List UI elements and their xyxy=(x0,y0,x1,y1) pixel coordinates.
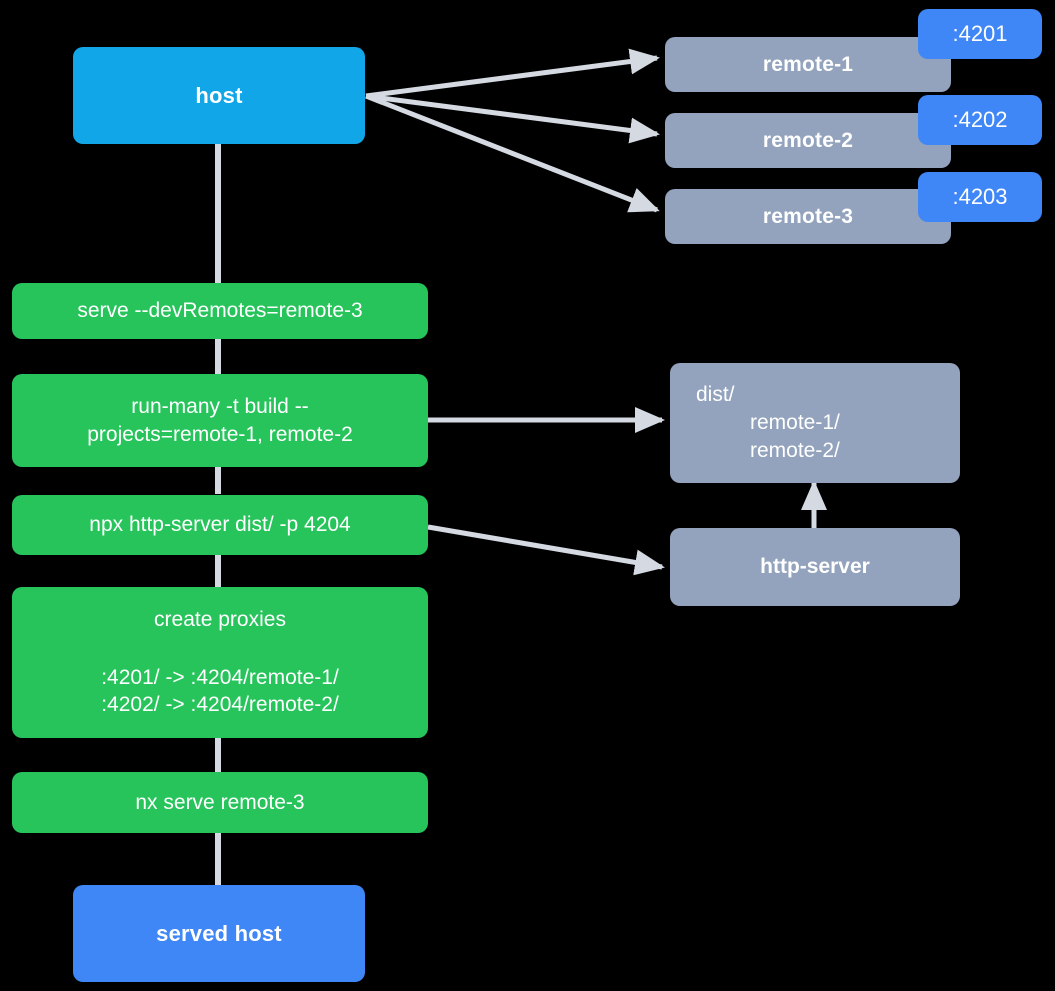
node-remote-2-label: remote-2 xyxy=(762,128,854,152)
edge-npx-to-httpserver xyxy=(427,524,665,576)
port-badge-remote-2: :4202 xyxy=(918,95,1042,145)
node-remote-3[interactable]: remote-3 xyxy=(665,189,951,244)
node-remote-1-label: remote-1 xyxy=(762,52,854,76)
node-dist-folder-child-2: remote-2/ xyxy=(750,438,840,462)
command-serve-devremotes-line-1: serve --devRemotes=remote-3 xyxy=(77,299,363,323)
node-remote-2[interactable]: remote-2 xyxy=(665,113,951,168)
command-run-many[interactable]: run-many -t build -- projects=remote-1, … xyxy=(12,374,428,467)
node-dist-folder-child-1: remote-1/ xyxy=(750,411,840,435)
edge-host-remote-1 xyxy=(365,48,660,99)
port-badge-remote-1: :4201 xyxy=(918,9,1042,59)
command-nx-serve-remote-3[interactable]: nx serve remote-3 xyxy=(12,772,428,833)
node-http-server-label: http-server xyxy=(760,555,870,579)
node-served-host[interactable]: served host xyxy=(73,885,365,982)
node-dist-folder[interactable]: dist/ remote-1/ remote-2/ xyxy=(670,363,960,483)
command-create-proxies-line-1: :4201/ -> :4204/remote-1/ xyxy=(101,665,339,689)
node-http-server[interactable]: http-server xyxy=(670,528,960,606)
node-served-host-label: served host xyxy=(156,920,282,946)
command-serve-devremotes[interactable]: serve --devRemotes=remote-3 xyxy=(12,283,428,339)
edge-host-remote-3 xyxy=(365,93,660,213)
command-create-proxies[interactable]: create proxies :4201/ -> :4204/remote-1/… xyxy=(12,587,428,738)
node-host[interactable]: host xyxy=(73,47,365,144)
command-npx-http-server-line-1: npx http-server dist/ -p 4204 xyxy=(89,513,351,537)
command-create-proxies-title: create proxies xyxy=(154,607,286,631)
node-dist-folder-label: dist/ xyxy=(696,383,735,407)
port-badge-remote-1-label: :4201 xyxy=(952,21,1008,46)
command-nx-serve-remote-3-line-1: nx serve remote-3 xyxy=(135,790,305,814)
command-npx-http-server[interactable]: npx http-server dist/ -p 4204 xyxy=(12,495,428,555)
port-badge-remote-2-label: :4202 xyxy=(952,107,1008,132)
node-host-label: host xyxy=(195,82,243,108)
command-run-many-line-2: projects=remote-1, remote-2 xyxy=(87,422,353,446)
port-badge-remote-3: :4203 xyxy=(918,172,1042,222)
node-dist-folder-body: dist/ remote-1/ remote-2/ xyxy=(670,381,960,464)
host-to-remotes-edges xyxy=(365,48,660,213)
command-create-proxies-line-2: :4202/ -> :4204/remote-2/ xyxy=(101,693,339,717)
command-run-many-line-1: run-many -t build -- xyxy=(131,394,309,418)
edge-host-remote-2 xyxy=(365,93,660,144)
port-badge-remote-3-label: :4203 xyxy=(952,184,1008,209)
node-remote-3-label: remote-3 xyxy=(762,204,854,228)
node-remote-1[interactable]: remote-1 xyxy=(665,37,951,92)
